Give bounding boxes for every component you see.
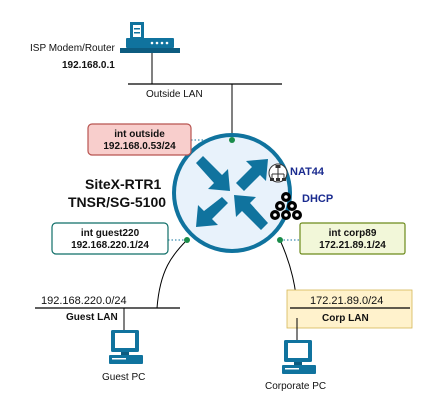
guest-interface-name: int guest220 — [81, 228, 140, 239]
dhcp-icon — [270, 192, 302, 220]
guest-lan-network: 192.168.220.0/24 — [41, 295, 127, 307]
guest-link — [156, 239, 188, 309]
nat-icon — [268, 163, 288, 183]
outside-interface-box: int outside 192.168.0.53/24 — [87, 123, 192, 156]
isp-ip: 192.168.0.1 — [62, 60, 115, 71]
isp-router-icon — [120, 22, 180, 53]
guest-interface-box: int guest220 192.168.220.1/24 — [51, 222, 169, 255]
outside-lan-label: Outside LAN — [146, 89, 203, 100]
outside-interface-ip: 192.168.0.53/24 — [103, 141, 176, 152]
router-name: SiteX-RTR1 — [85, 176, 161, 192]
corporate-pc-label: Corporate PC — [265, 381, 326, 392]
nat-label: NAT44 — [290, 166, 325, 178]
corp-interface-ip: 172.21.89.1/24 — [319, 240, 386, 251]
guest-lan-label: Guest LAN — [66, 312, 118, 323]
outside-interface-name: int outside — [114, 129, 165, 140]
isp-label: ISP Modem/Router — [30, 43, 116, 54]
guest-pc-icon[interactable] — [109, 330, 143, 364]
router-model: TNSR/SG-5100 — [68, 194, 166, 210]
router-icon[interactable] — [172, 133, 292, 253]
corp-lan-box — [286, 289, 413, 329]
corp-port — [277, 237, 283, 243]
corp-interface-name: int corp89 — [329, 228, 377, 239]
dhcp-label: DHCP — [302, 193, 333, 205]
guest-port — [184, 237, 190, 243]
outside-port — [229, 137, 235, 143]
guest-interface-ip: 192.168.220.1/24 — [71, 240, 149, 251]
guest-pc-label: Guest PC — [102, 372, 145, 383]
corp-lan-network: 172.21.89.0/24 — [310, 295, 383, 307]
corp-interface-box: int corp89 172.21.89.1/24 — [299, 222, 406, 255]
corp-lan-label: Corp LAN — [322, 313, 369, 324]
corporate-pc-icon[interactable] — [282, 340, 316, 374]
